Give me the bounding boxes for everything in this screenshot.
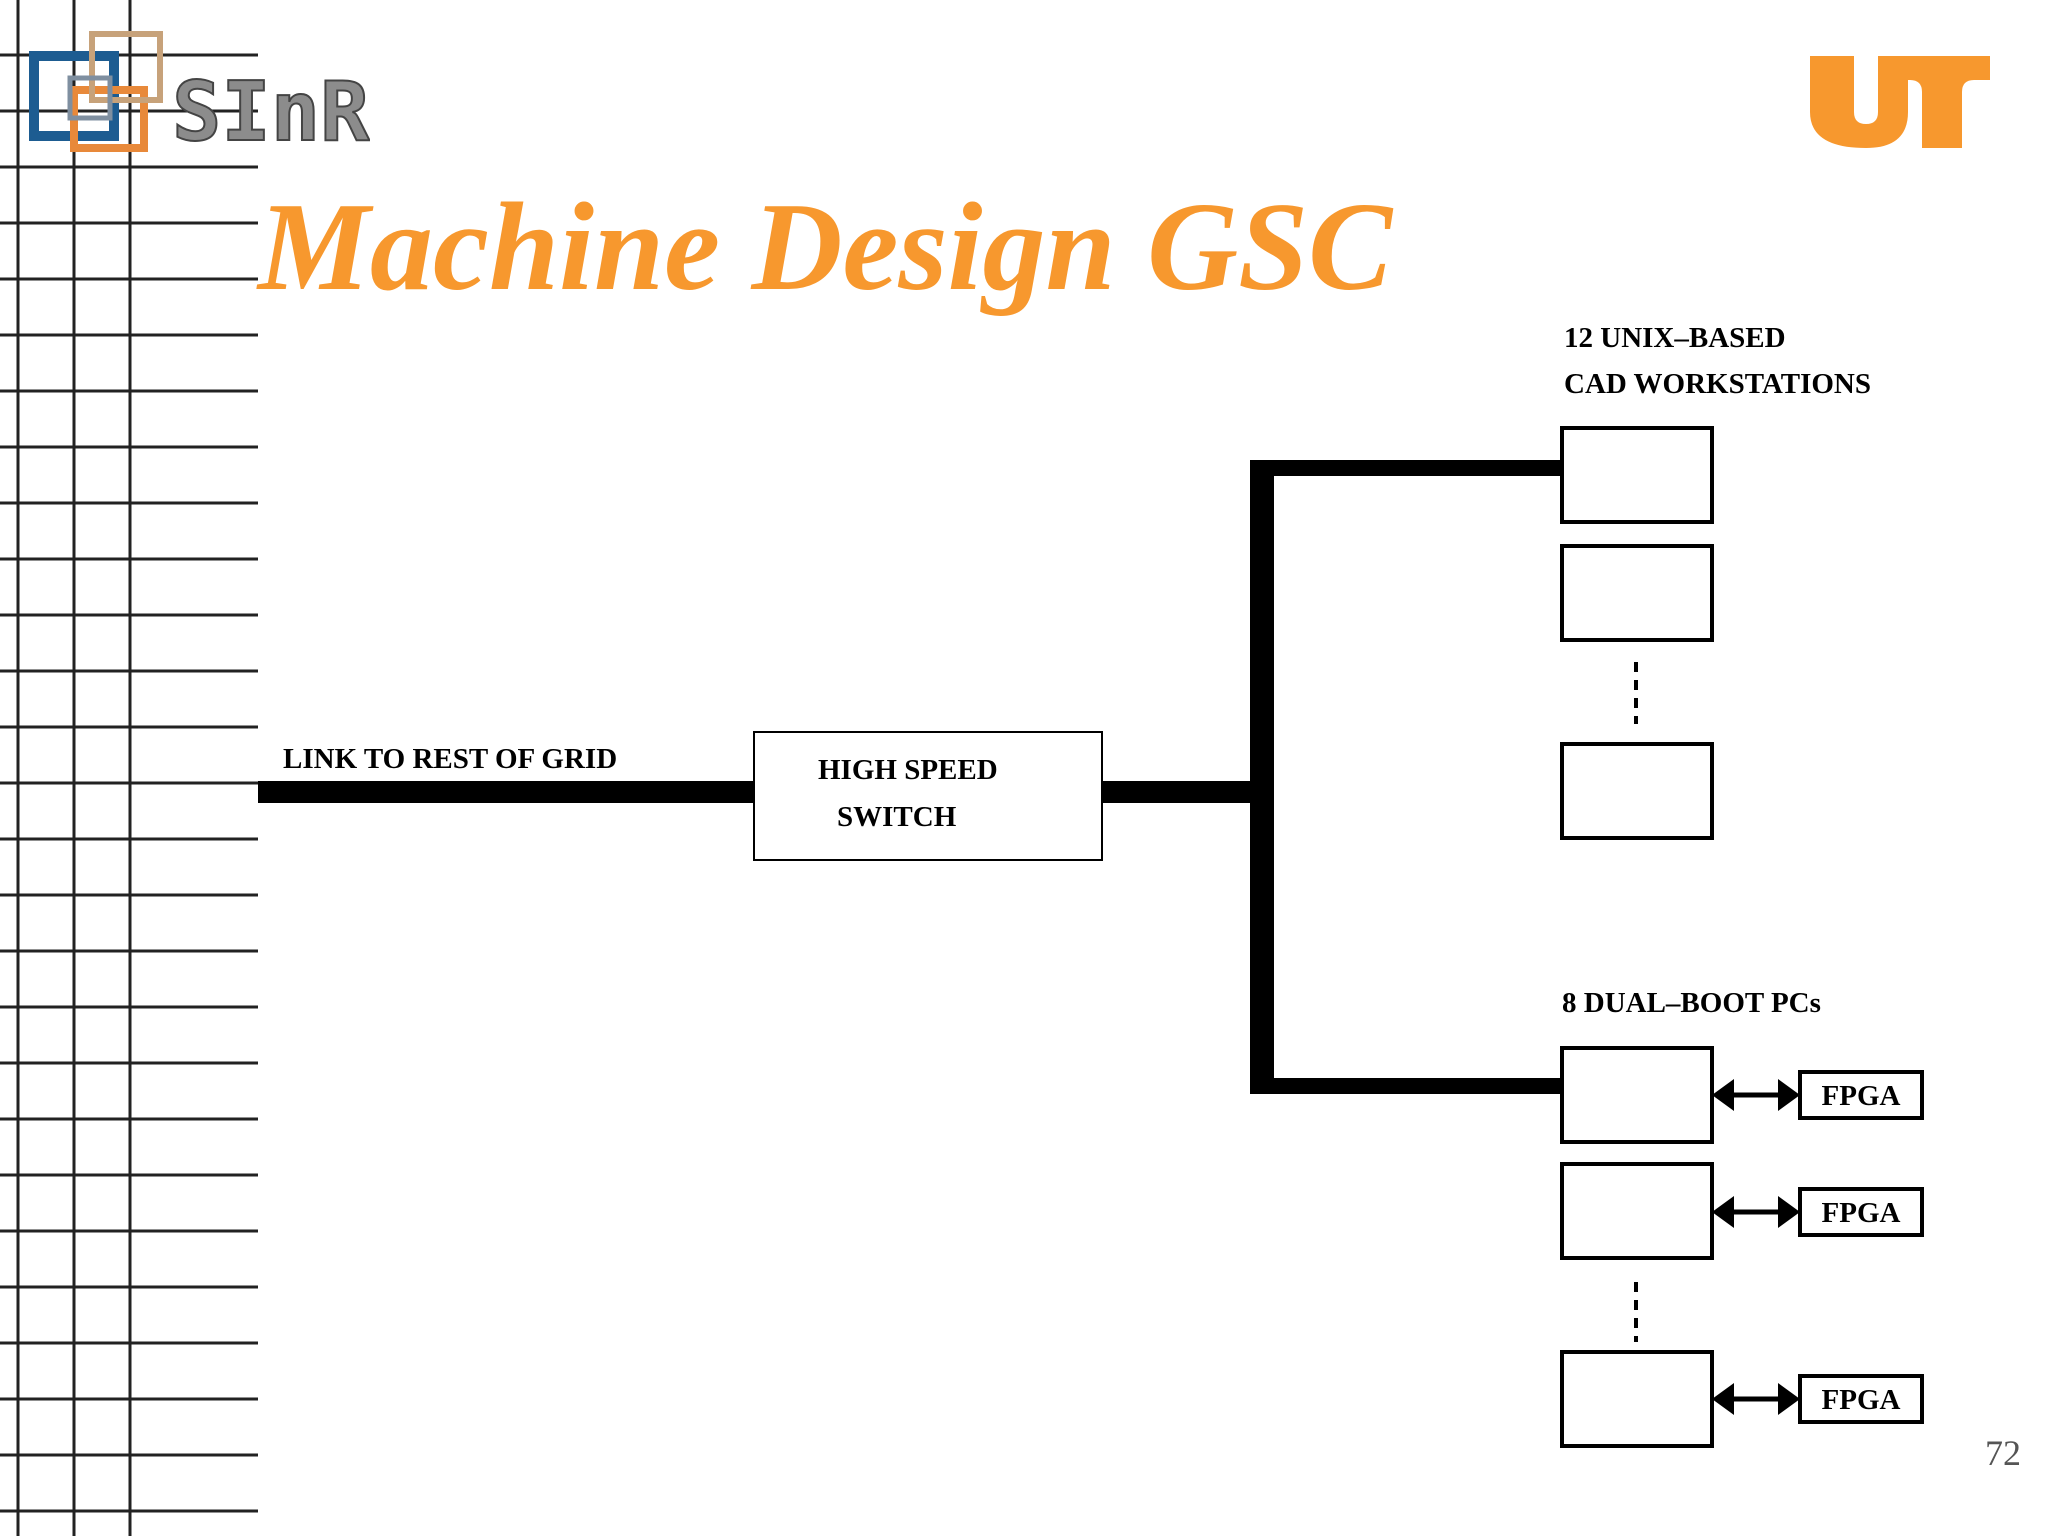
pc-box [1560, 1046, 1714, 1144]
fpga-label: FPGA [1822, 1384, 1901, 1416]
workstation-box [1560, 742, 1714, 840]
workstations-label-line1: 12 UNIX–BASED [1564, 322, 1786, 354]
logo-square-gray [67, 75, 113, 121]
fpga-label: FPGA [1822, 1197, 1901, 1229]
grid-link-line [258, 781, 754, 803]
workstation-box [1560, 426, 1714, 524]
trunk-line [1250, 460, 1274, 1094]
pcs-branch-line [1250, 1078, 1562, 1094]
fpga-box [1798, 1374, 1924, 1424]
workstations-label-line2: CAD WORKSTATIONS [1564, 368, 1871, 400]
switch-label-line2: SWITCH [837, 801, 957, 833]
logo-square-tan [89, 31, 163, 103]
workstation-box [1560, 544, 1714, 642]
fpga-box [1798, 1187, 1924, 1237]
switch-out-line [1102, 781, 1252, 803]
right-arrowhead [1778, 1383, 1800, 1415]
grid-background [0, 0, 258, 1536]
pc-box [1560, 1162, 1714, 1260]
switch-label-line1: HIGH SPEED [818, 754, 998, 786]
left-arrowhead [1712, 1383, 1734, 1415]
pc-box [1560, 1350, 1714, 1448]
fpga-label: FPGA [1822, 1080, 1901, 1112]
right-arrowhead [1778, 1079, 1800, 1111]
sinrg-logo-text: SInRG [172, 65, 370, 158]
ut-logo: UT [1810, 56, 1990, 148]
left-arrowhead [1712, 1196, 1734, 1228]
pcs-label: 8 DUAL–BOOT PCs [1562, 987, 1821, 1019]
ut-logo-mark [1810, 56, 1990, 148]
workstations-branch-line [1250, 460, 1562, 476]
page-number: 72 [1985, 1433, 2021, 1473]
right-arrowhead [1778, 1196, 1800, 1228]
high-speed-switch-box [753, 731, 1103, 861]
left-arrowhead [1712, 1079, 1734, 1111]
sinrg-logo: SInRG [29, 31, 370, 158]
fpga-box [1798, 1070, 1924, 1120]
grid-link-label: LINK TO REST OF GRID [283, 743, 617, 775]
slide-title: Machine Design GSC [258, 178, 1393, 317]
